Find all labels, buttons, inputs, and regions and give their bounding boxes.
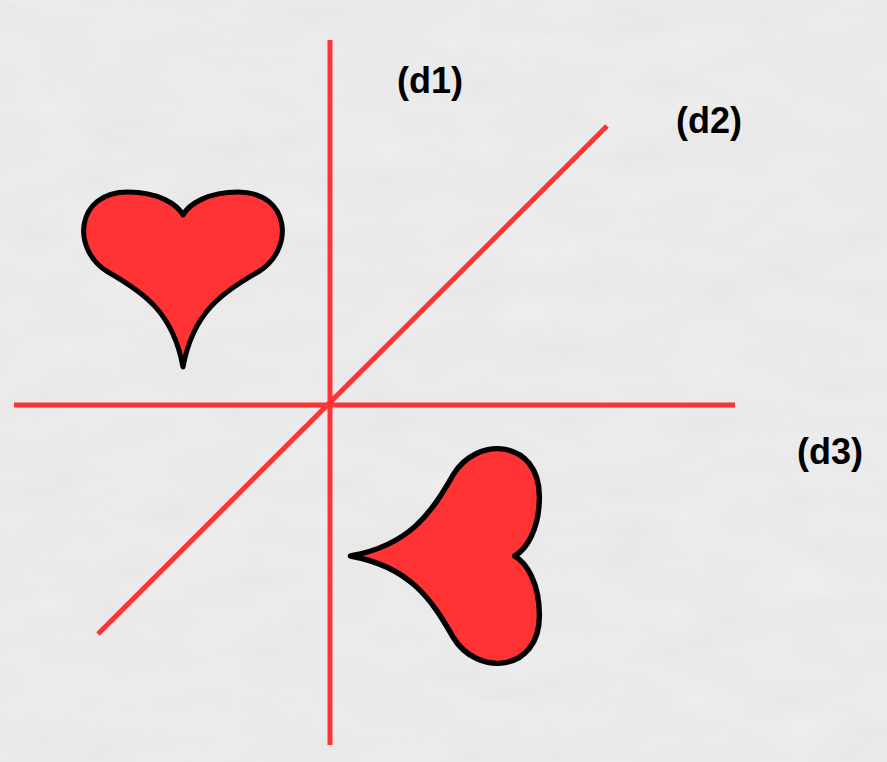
heart-shape (84, 192, 283, 367)
axis-line (14, 403, 735, 408)
heart-shape (350, 449, 539, 664)
line-label: (d3) (797, 434, 863, 470)
line-label: (d1) (397, 63, 463, 99)
line-label: (d2) (676, 103, 742, 139)
axis-line (328, 40, 333, 745)
